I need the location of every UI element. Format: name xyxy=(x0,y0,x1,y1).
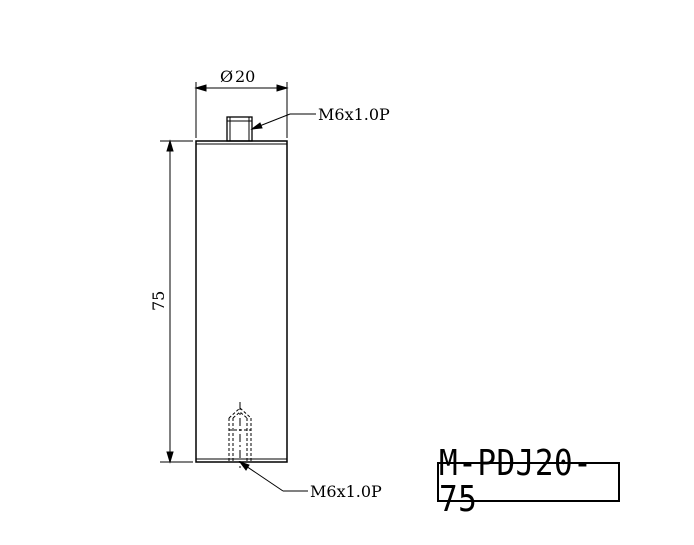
thread-top-label: M6x1.0P xyxy=(318,105,390,124)
top-thread-leader xyxy=(250,113,316,130)
length-label: 75 xyxy=(149,291,168,311)
top-thread-stud xyxy=(226,116,253,142)
thread-bottom-label: M6x1.0P xyxy=(310,482,382,501)
diameter-symbol: Ø xyxy=(220,67,233,86)
part-number: M-PDJ20-75 xyxy=(439,442,593,520)
bottom-thread-leader xyxy=(238,461,308,492)
diameter-dimension xyxy=(194,82,289,138)
part-number-box: M-PDJ20-75 xyxy=(437,446,620,517)
diameter-label: 20 xyxy=(235,67,255,86)
length-dimension xyxy=(160,139,193,464)
